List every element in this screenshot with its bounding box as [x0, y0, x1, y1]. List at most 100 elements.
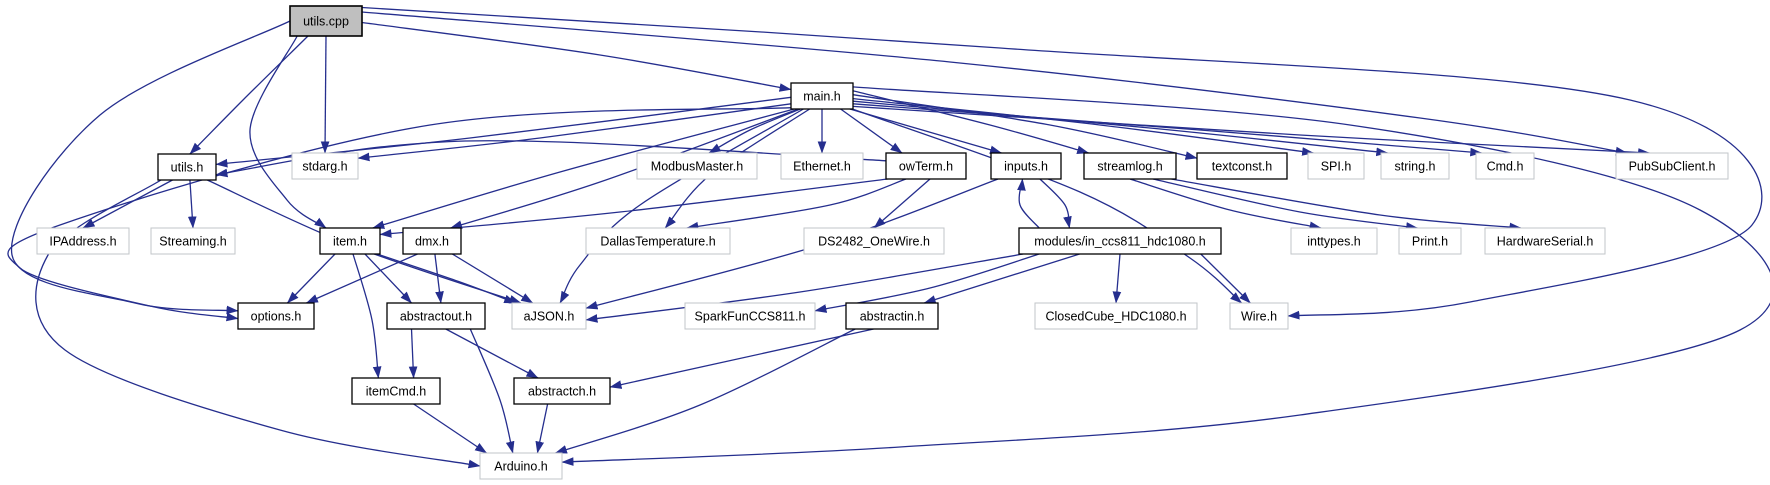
edge-main_h-cmd — [852, 103, 1483, 157]
node-abstractch[interactable]: abstractch.h — [513, 377, 611, 405]
node-closedcube: ClosedCube_HDC1080.h — [1034, 302, 1198, 330]
node-box — [1380, 152, 1450, 180]
node-label: dmx.h — [415, 235, 449, 249]
node-label: aJSON.h — [524, 310, 575, 324]
edge-streamlog-print — [1152, 178, 1419, 231]
node-ajson: aJSON.h — [511, 302, 587, 330]
node-main-h[interactable]: main.h — [790, 82, 854, 110]
node-hwserial: HardwareSerial.h — [1484, 227, 1606, 255]
node-box — [780, 152, 864, 180]
edge-modules-closedcube — [1112, 253, 1122, 304]
edge-main_h-ajson — [559, 108, 804, 304]
edge-main_h-dmx — [450, 108, 799, 229]
edge-streamlog-hwserial — [1171, 178, 1522, 232]
edge-owterm-dallas — [686, 178, 907, 231]
node-owterm[interactable]: owTerm.h — [885, 152, 967, 180]
node-label: Arduino.h — [494, 460, 548, 474]
edge-main_h-string_h — [852, 100, 1389, 157]
edge-owterm-ds2482 — [873, 178, 931, 229]
edge-main_h-spi — [852, 97, 1315, 156]
edge-inputs-modules — [1039, 178, 1072, 229]
node-modules[interactable]: modules/in_ccs811_hdc1080.h — [1018, 227, 1222, 255]
node-stdarg-h: stdarg.h — [291, 152, 359, 180]
edge-main_h-pubsub — [852, 105, 1651, 157]
node-label: owTerm.h — [899, 160, 953, 174]
node-label: stdarg.h — [302, 160, 347, 174]
edge-item-ajson — [376, 253, 517, 304]
edge-streamlog-inttypes — [1129, 178, 1322, 231]
node-label: options.h — [251, 310, 302, 324]
node-label: Wire.h — [1241, 310, 1277, 324]
edge-utils_h-streaming — [187, 179, 197, 229]
node-label: modules/in_ccs811_hdc1080.h — [1034, 235, 1205, 249]
node-label: itemCmd.h — [366, 385, 426, 399]
edge-itemcmd-arduino — [413, 403, 487, 454]
node-label: streamlog.h — [1097, 160, 1162, 174]
node-label: DS2482_OneWire.h — [818, 235, 930, 249]
edge-abstractin-arduino — [554, 328, 856, 454]
edge-main_h-streamlog — [852, 90, 1090, 155]
edge-dmx-options — [305, 253, 418, 304]
node-box — [289, 5, 363, 37]
node-label: ClosedCube_HDC1080.h — [1045, 310, 1186, 324]
node-box — [402, 227, 462, 255]
node-spi: SPI.h — [1307, 152, 1365, 180]
node-inttypes: inttypes.h — [1290, 227, 1378, 255]
node-label: Cmd.h — [1487, 160, 1524, 174]
node-box — [1229, 302, 1289, 330]
node-box — [157, 153, 217, 181]
node-streaming: Streaming.h — [150, 227, 236, 255]
node-abstractin[interactable]: abstractin.h — [845, 302, 939, 330]
node-label: item.h — [333, 235, 367, 249]
node-label: textconst.h — [1212, 160, 1272, 174]
node-label: utils.cpp — [303, 15, 349, 29]
node-ds2482: DS2482_OneWire.h — [803, 227, 945, 255]
edge-modules-abstractin — [923, 253, 1080, 304]
node-dmx[interactable]: dmx.h — [402, 227, 462, 255]
edge-utils_cpp-options — [10, 20, 291, 315]
edge-utils_cpp-stdarg_h — [320, 35, 330, 154]
edge-main_h-textconst — [852, 94, 1198, 160]
node-box — [1290, 227, 1378, 255]
node-textconst[interactable]: textconst.h — [1196, 152, 1288, 180]
node-box — [351, 377, 441, 405]
node-box — [636, 152, 758, 180]
node-options[interactable]: options.h — [237, 302, 315, 330]
node-utils-h[interactable]: utils.h — [157, 153, 217, 181]
node-box — [1018, 227, 1222, 255]
edge-abstractout-itemcmd — [408, 328, 418, 379]
node-item[interactable]: item.h — [319, 227, 381, 255]
node-label: Streaming.h — [159, 235, 226, 249]
node-itemcmd[interactable]: itemCmd.h — [351, 377, 441, 405]
node-label: Ethernet.h — [793, 160, 851, 174]
edge-modules-ajson — [585, 253, 1024, 323]
node-ethernet: Ethernet.h — [780, 152, 864, 180]
edge-main_h-item — [372, 108, 795, 229]
edge-item-options — [286, 253, 336, 304]
node-abstractout[interactable]: abstractout.h — [386, 302, 486, 330]
edge-abstractch-arduino — [535, 403, 549, 454]
node-label: PubSubClient.h — [1629, 160, 1716, 174]
edge-utils_cpp-item — [249, 35, 327, 229]
edge-item-abstractout — [364, 253, 412, 304]
node-sparkfun: SparkFunCCS811.h — [684, 302, 816, 330]
edge-main_h-arduino — [561, 86, 1770, 466]
node-arduino: Arduino.h — [479, 452, 563, 480]
node-box — [990, 152, 1062, 180]
node-label: inttypes.h — [1307, 235, 1361, 249]
node-inputs[interactable]: inputs.h — [990, 152, 1062, 180]
edge-utils_cpp-wire — [361, 6, 1763, 320]
edge-abstractin-abstractch — [609, 328, 874, 389]
node-string-h: string.h — [1380, 152, 1450, 180]
node-label: SPI.h — [1321, 160, 1352, 174]
node-streamlog[interactable]: streamlog.h — [1083, 152, 1177, 180]
node-cmd: Cmd.h — [1475, 152, 1535, 180]
node-label: utils.h — [171, 161, 204, 175]
edge-modules-inputs — [1017, 178, 1040, 229]
edge-main_h-owterm — [840, 108, 903, 154]
node-box — [513, 377, 611, 405]
edge-utils_h-ipaddress — [82, 179, 173, 229]
node-box — [479, 452, 563, 480]
